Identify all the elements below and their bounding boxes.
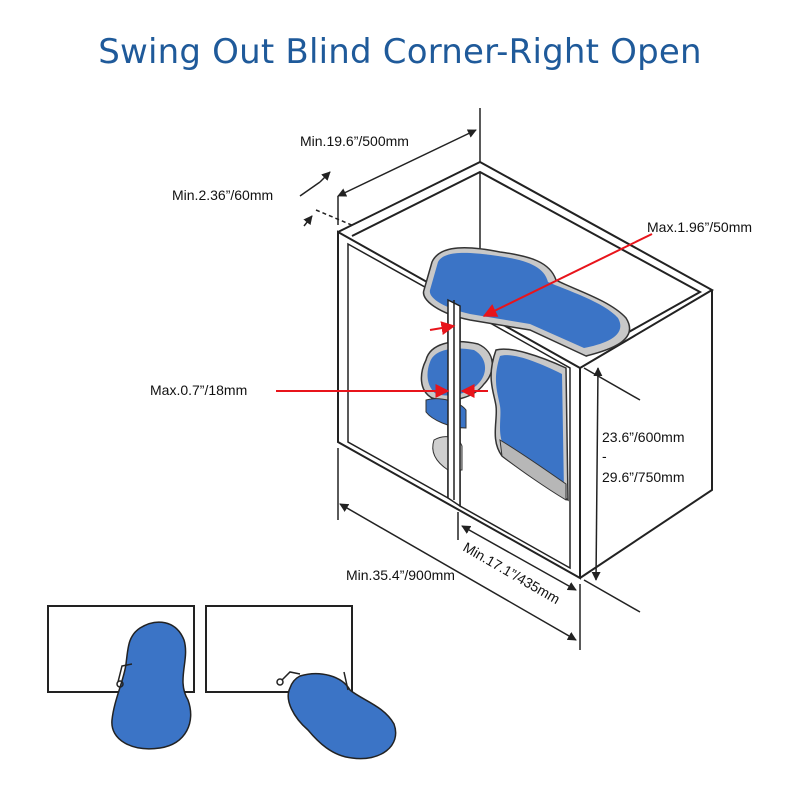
plan-view-closed (47, 605, 195, 750)
dim-max-frame: Max.1.96”/50mm (647, 219, 752, 235)
dimension-lines (299, 108, 641, 650)
dim-height-min: 23.6”/600mm (602, 429, 684, 445)
dim-min-width-depth: Min.19.6”/500mm (300, 133, 409, 149)
dim-height-dash: - (602, 448, 607, 464)
dim-min-cabinet-width: Min.35.4”/900mm (346, 567, 455, 583)
red-arrows (276, 233, 653, 398)
dim-height-max: 29.6”/750mm (602, 469, 684, 485)
dim-min-gap: Min.2.36”/60mm (172, 187, 273, 203)
center-panel (447, 298, 461, 508)
dim-max-panel: Max.0.7”/18mm (150, 382, 247, 398)
diagram-title: Swing Out Blind Corner-Right Open (98, 32, 702, 72)
lower-shelf-right (490, 348, 569, 502)
plan-view-open (205, 605, 397, 760)
